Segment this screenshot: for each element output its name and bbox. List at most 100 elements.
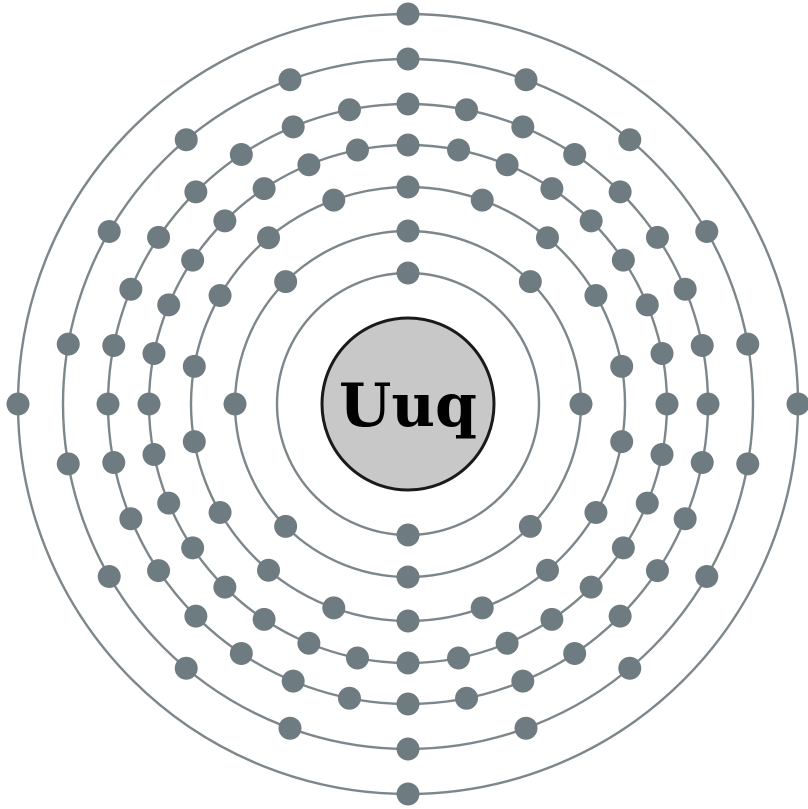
- electron: [470, 188, 494, 212]
- electron: [345, 138, 369, 162]
- electron: [655, 392, 679, 416]
- electron: [119, 277, 143, 301]
- electron: [147, 559, 171, 583]
- electrons: [6, 2, 808, 806]
- electron: [56, 332, 80, 356]
- electron: [673, 277, 697, 301]
- electron: [608, 604, 632, 628]
- electron: [102, 333, 126, 357]
- electron: [540, 177, 564, 201]
- electron: [736, 332, 760, 356]
- electron: [297, 631, 321, 655]
- electron: [229, 143, 253, 167]
- electron: [518, 270, 542, 294]
- electron: [142, 341, 166, 365]
- electron: [322, 596, 346, 620]
- electron: [618, 128, 642, 152]
- electron: [396, 565, 420, 589]
- electron: [611, 248, 635, 272]
- electron: [608, 180, 632, 204]
- electron: [182, 354, 206, 378]
- electron: [535, 558, 559, 582]
- electron: [174, 656, 198, 680]
- electron: [223, 392, 247, 416]
- electron: [396, 651, 420, 675]
- electron: [345, 646, 369, 670]
- electron: [610, 354, 634, 378]
- electron: [97, 565, 121, 588]
- electron: [396, 2, 420, 26]
- electron: [673, 507, 697, 531]
- electron: [579, 575, 603, 599]
- electron: [252, 177, 276, 201]
- electron: [278, 716, 302, 740]
- electron: [281, 115, 305, 139]
- electron: [396, 523, 420, 547]
- electron: [157, 491, 181, 515]
- electron: [274, 270, 298, 294]
- electron: [618, 656, 642, 680]
- electron: [181, 536, 205, 560]
- electron: [147, 225, 171, 249]
- electron: [535, 226, 559, 250]
- electron: [396, 47, 420, 71]
- electron: [690, 333, 714, 357]
- electron: [695, 565, 719, 588]
- electron: [252, 607, 276, 631]
- electron: [184, 604, 208, 628]
- nucleus-circle: [320, 316, 496, 492]
- electron: [274, 514, 298, 538]
- electron: [650, 341, 674, 365]
- electron: [514, 716, 538, 740]
- electron: [278, 68, 302, 92]
- electron: [213, 209, 237, 233]
- electron: [514, 68, 538, 92]
- electron: [96, 392, 120, 416]
- electron: [181, 248, 205, 272]
- electron: [137, 392, 161, 416]
- electron: [396, 261, 420, 285]
- electron: [208, 501, 232, 524]
- electron: [157, 293, 181, 317]
- electron: [511, 115, 535, 139]
- electron: [563, 641, 587, 665]
- electron: [257, 558, 281, 582]
- electron: [563, 143, 587, 167]
- electron: [540, 607, 564, 631]
- electron: [645, 225, 669, 249]
- electron: [690, 451, 714, 475]
- electron: [584, 501, 608, 524]
- electron: [396, 782, 420, 806]
- electron: [396, 219, 420, 243]
- electron: [396, 692, 420, 716]
- electron: [736, 452, 760, 476]
- electron: [695, 220, 719, 243]
- electron: [495, 153, 519, 177]
- electron: [610, 430, 634, 454]
- electron: [396, 92, 420, 116]
- electron: [495, 631, 519, 655]
- electron: [184, 180, 208, 204]
- electron: [455, 98, 479, 122]
- electron: [447, 646, 471, 670]
- electron: [584, 284, 608, 307]
- electron: [119, 507, 143, 531]
- electron: [322, 188, 346, 212]
- electron: [396, 609, 420, 633]
- electron: [6, 392, 30, 416]
- electron: [447, 138, 471, 162]
- electron: [635, 491, 659, 515]
- electron: [257, 226, 281, 250]
- nucleus: Uuq: [320, 316, 496, 492]
- electron: [470, 596, 494, 620]
- electron: [650, 443, 674, 467]
- electron: [337, 686, 361, 710]
- electron: [97, 220, 121, 243]
- electron: [696, 392, 720, 416]
- electron: [102, 451, 126, 475]
- electron: [579, 209, 603, 233]
- electron: [786, 392, 808, 416]
- electron: [182, 430, 206, 454]
- electron: [396, 737, 420, 761]
